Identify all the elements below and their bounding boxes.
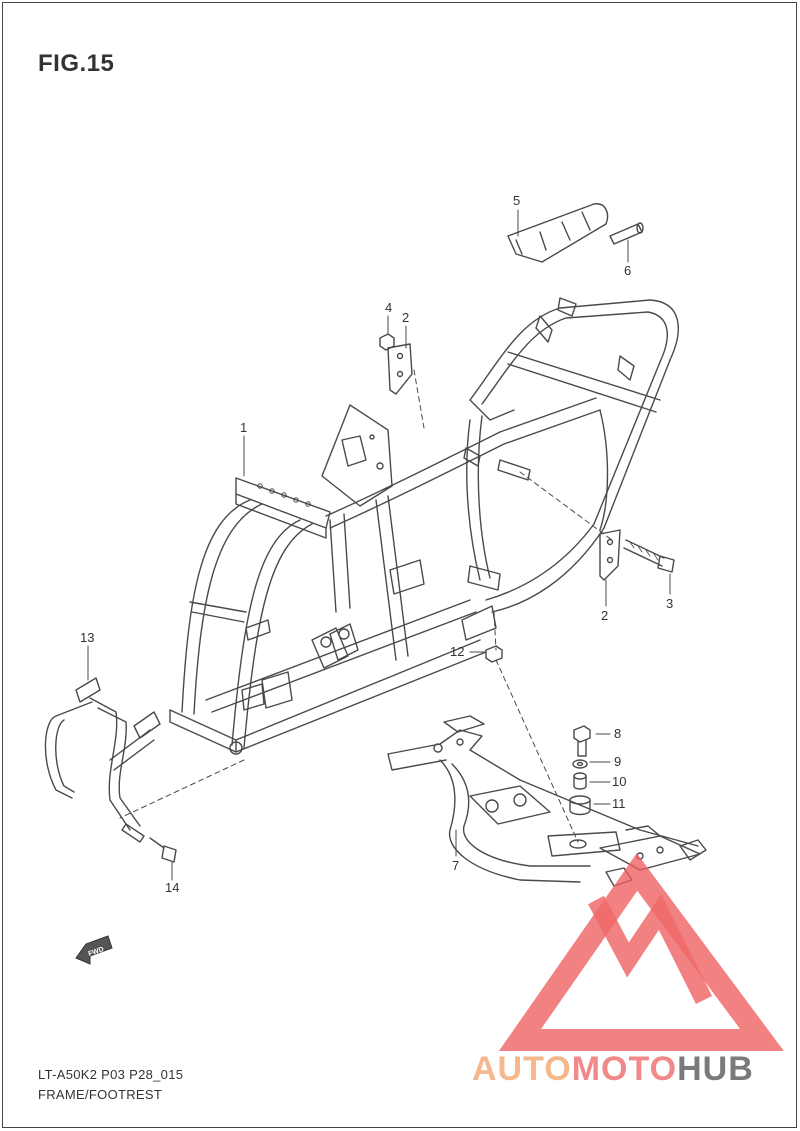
collar-part-10	[573, 772, 587, 790]
callout-5: 5	[513, 193, 520, 208]
svg-text:AUTOMOTOHUB: AUTOMOTOHUB	[472, 1050, 754, 1088]
watermark-moto: MOTO	[572, 1050, 677, 1088]
watermark-hub: HUB	[677, 1050, 754, 1088]
front-guard-part-13	[44, 677, 161, 843]
callout-9: 9	[614, 754, 621, 769]
forward-direction-arrow-icon: FWD	[75, 935, 113, 965]
watermark-auto: AUTO	[472, 1050, 572, 1088]
callout-11: 11	[612, 796, 626, 811]
bolt-part-14	[149, 837, 177, 863]
automotohub-watermark-text: AUTOMOTOHUB	[472, 1050, 754, 1088]
callout-1: 1	[240, 420, 247, 435]
callout-4: 4	[385, 300, 392, 315]
nut-part-4	[379, 333, 395, 351]
cushion-part-5	[507, 203, 609, 263]
main-frame-part	[169, 297, 679, 755]
callout-8: 8	[614, 726, 621, 741]
figure-title: FIG.15	[38, 50, 115, 77]
callout-14: 14	[165, 880, 179, 895]
automotohub-logo-mark	[498, 853, 784, 1051]
drawing-code: LT-A50K2 P03 P28_015	[38, 1067, 184, 1082]
callout-10: 10	[612, 774, 626, 789]
callout-2-upper: 2	[402, 310, 409, 325]
callout-6: 6	[624, 263, 631, 278]
callout-labels: 1 2 2 3 4 5 6 7 8 9 10 11 12 13 14	[80, 193, 673, 895]
bolt-part-3	[623, 539, 675, 573]
callout-13: 13	[80, 630, 94, 645]
pin-part-6	[609, 222, 644, 245]
callout-3: 3	[666, 596, 673, 611]
washer-part-9	[572, 759, 588, 769]
callout-7: 7	[452, 858, 459, 873]
drawing-caption: FRAME/FOOTREST	[38, 1087, 163, 1102]
footrest-part-7	[387, 715, 707, 887]
callout-12: 12	[450, 644, 464, 659]
callout-2-lower: 2	[601, 608, 608, 623]
bolt-part-8	[573, 725, 591, 757]
cushion-part-11	[569, 795, 591, 816]
nut-part-12	[485, 645, 503, 663]
bracket-part-2-upper	[387, 343, 413, 395]
bracket-part-2-lower	[599, 529, 621, 581]
